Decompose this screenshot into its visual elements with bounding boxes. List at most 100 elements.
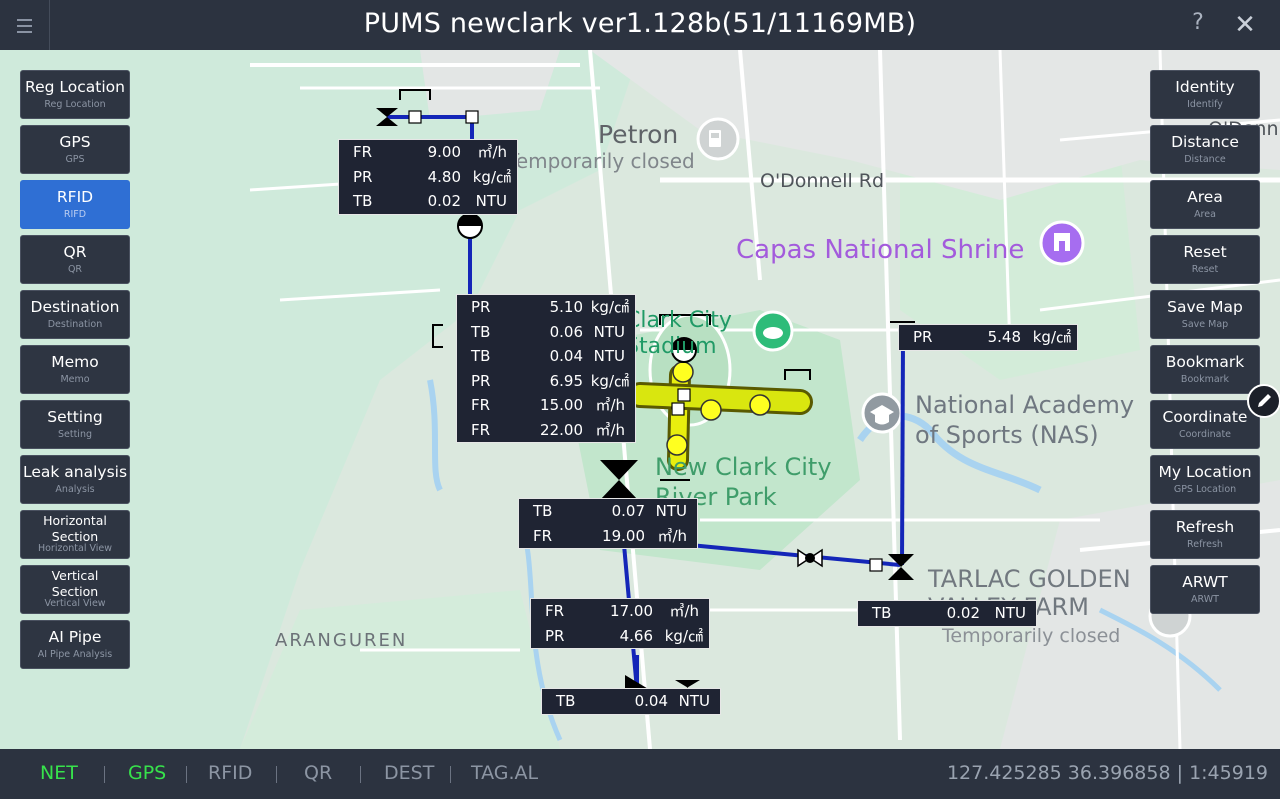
button-label: Identity [1175, 78, 1235, 96]
button-label: QR [63, 243, 87, 261]
sensor-value: 4.66 [619, 626, 653, 645]
button-label: Horizontal Section [43, 513, 107, 544]
button-sublabel: ARWT [1191, 594, 1219, 605]
valve-icon [376, 108, 914, 695]
separator [186, 766, 187, 783]
map-label-academy: National Academy of Sports (NAS) [915, 391, 1135, 449]
pencil-icon[interactable] [1247, 384, 1280, 418]
sensor-unit: kg/㎠ [664, 626, 703, 645]
shrine-icon [1039, 220, 1085, 266]
sensor-label: PR [913, 328, 933, 346]
button-sublabel: Distance [1184, 154, 1226, 165]
close-icon[interactable]: ✕ [1234, 10, 1256, 40]
sensor-value: 15.00 [540, 396, 583, 414]
coordinate-readout: 127.425285 36.396858 | 1:45919 [947, 762, 1268, 784]
sensor-label: TB [533, 502, 553, 520]
menu-icon[interactable] [0, 0, 50, 50]
sensor-unit: ㎥/h [657, 526, 687, 545]
button-label: Vertical Section [51, 568, 99, 599]
button-sublabel: Reg Location [44, 99, 106, 110]
sensor-label: PR [353, 167, 373, 186]
button-label: Reg Location [25, 78, 125, 96]
button-sublabel: Memo [60, 374, 90, 385]
sensor-unit: ㎥/h [669, 602, 699, 620]
button-sublabel: Horizontal View [37, 543, 113, 554]
button-label: Refresh [1175, 518, 1235, 536]
sensor-unit: NTU [655, 502, 687, 520]
sensor-label: FR [471, 396, 491, 414]
button-sublabel: Vertical View [44, 598, 106, 609]
button-label: Area [1187, 188, 1223, 206]
sensor-label: TB [556, 692, 576, 710]
button-sublabel: Area [1194, 209, 1216, 220]
meter-icon [457, 213, 697, 363]
coordinate-separator: | [1176, 762, 1184, 784]
sensor-value: 17.00 [610, 602, 653, 620]
separator [360, 766, 361, 783]
sensor-value: 0.04 [634, 692, 668, 710]
coordinates: 127.425285 36.396858 [946, 762, 1171, 784]
status-dest: DEST [384, 762, 435, 784]
sensor-label: PR [471, 298, 491, 316]
sensor-row: PR 4.66 kg/㎠ [531, 624, 709, 649]
map-view[interactable]: Petron Temporarily closed O'Donnell Rd O… [0, 50, 1280, 749]
stadium-icon [752, 310, 794, 352]
sensor-unit: kg/㎠ [590, 371, 629, 390]
sensor-value: 5.48 [987, 328, 1021, 346]
sensor-label: PR [545, 626, 565, 645]
button-label: Bookmark [1165, 353, 1245, 371]
button-label: My Location [1158, 463, 1252, 481]
map-scale: 1:45919 [1189, 762, 1268, 784]
button-sublabel: Identify [1187, 99, 1223, 110]
sensor-label: FR [471, 420, 491, 439]
map-label-odonnell: O'Donnell Rd [760, 170, 885, 192]
sensor-unit: NTU [475, 192, 507, 210]
sensor-label: TB [471, 322, 491, 341]
button-label: Save Map [1167, 298, 1243, 316]
button-sublabel: AI Pipe Analysis [37, 649, 113, 660]
help-icon[interactable]: ? [1192, 10, 1204, 35]
sensor-unit: ㎥/h [595, 396, 625, 414]
button-sublabel: Analysis [55, 484, 95, 495]
app-title: PUMS newclark ver1.128b(51/11169MB) [363, 8, 917, 39]
sensor-value: 0.07 [611, 502, 645, 520]
button-sublabel: Save Map [1181, 319, 1229, 330]
button-label: Setting [47, 408, 103, 426]
map-label-stadium: Clark City Stadium [625, 308, 732, 359]
